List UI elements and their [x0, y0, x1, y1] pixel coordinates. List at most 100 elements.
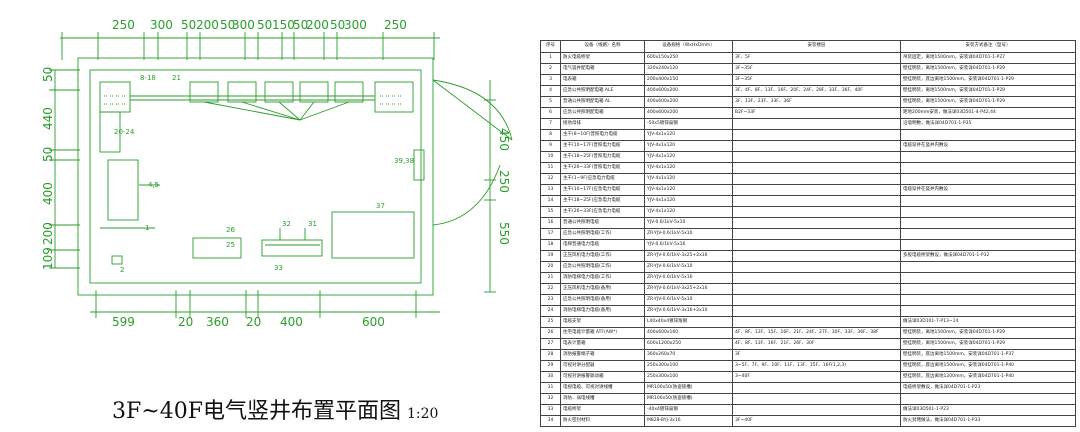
table-cell: 15 [540, 206, 561, 218]
table-cell [732, 195, 901, 207]
top-dim: 300 [150, 18, 173, 32]
top-dim: 300 [344, 18, 367, 32]
table-cell: 壁挂明装，离地1500mm，安装详04D701-1-P29 [900, 96, 1076, 108]
table-cell [732, 184, 901, 196]
table-cell: 18 [540, 239, 561, 251]
table-cell: 消防电梯电力电缆(备用) [560, 305, 645, 317]
table-cell [900, 129, 1076, 141]
table-header-cell: 安装楼层 [732, 40, 901, 53]
table-cell: 5 [540, 96, 561, 108]
table-cell: 壁挂明装，底边离地1500mm，安装详04D701-1-P37 [900, 349, 1076, 361]
table-cell: -50x5镀锌扁钢 [644, 118, 733, 130]
table-cell: ZR-YJV-0.6/1kV-5x16 [644, 272, 733, 284]
table-cell [732, 261, 901, 273]
bottom-dim: 600 [362, 315, 385, 329]
table-cell: 400x600x200 [644, 85, 733, 97]
top-dim: 50 [220, 18, 235, 32]
bottom-dim: 20 [246, 315, 261, 329]
table-cell: 应急公共照明电缆(备用) [560, 294, 645, 306]
table-cell: 8 [540, 129, 561, 141]
top-dim: 300 [232, 18, 255, 32]
table-cell: 400x600x160 [644, 327, 733, 339]
table-cell [732, 118, 901, 130]
table-cell: 7 [540, 118, 561, 130]
table-cell [900, 261, 1076, 273]
table-cell [732, 283, 901, 295]
top-dim: 50 [257, 18, 272, 32]
table-cell [732, 316, 901, 328]
table-cell: 3~40F [732, 371, 901, 383]
table-cell: 2 [540, 63, 561, 75]
table-cell: 19 [540, 250, 561, 262]
table-cell [900, 305, 1076, 317]
table-cell: 做法详03D501-1-P23 [900, 404, 1076, 416]
table-cell: 23 [540, 294, 561, 306]
table-cell [900, 239, 1076, 251]
table-cell: 应急公共照明电缆(工作) [560, 261, 645, 273]
table-cell: 主干(10~17F)应急电力电缆 [560, 184, 645, 196]
top-dim: 250 [384, 18, 407, 32]
table-cell: 200x400x150 [644, 74, 733, 86]
table-header-row: 序号设备（线路）名称设备规格（WxHxDmm）安装楼层安装方式备注（型号） [540, 40, 1076, 53]
callout-label: 4,5 [148, 181, 159, 189]
table-cell: 4 [540, 85, 561, 97]
left-dim: 109 [41, 247, 55, 270]
table-cell: ZR-YJV-0.6/1kV-3x25+2x16 [644, 250, 733, 262]
table-cell: 做法详03D101-7-P13~14 [900, 316, 1076, 328]
table-cell: 普通公共照明配电箱 AL [560, 96, 645, 108]
table-cell: 电缆支架 [560, 316, 645, 328]
table-cell: 12 [540, 173, 561, 185]
table-cell: 3F [732, 349, 901, 361]
table-cell: 壁挂明装，底边离地1500mm，安装详04D701-1-P29 [900, 74, 1076, 86]
table-cell: 3F、4F、8F、13F、16F、20F、24F、28F、33F、36F、40F [732, 85, 901, 97]
table-cell: M828-BYJ-3x16 [644, 415, 733, 427]
table-cell: 25 [540, 316, 561, 328]
table-cell: 4F、8F、13F、15F、16F、21F、24F、27F、30F、33F、36… [732, 327, 901, 339]
table-cell: 3F~35F [732, 74, 901, 86]
table-header-cell: 设备规格（WxHxDmm） [644, 40, 733, 53]
table-cell: 主干(26~33F)普照电力电缆 [560, 162, 645, 174]
callout-label: 32 [282, 220, 291, 228]
table-cell: 32 [540, 393, 561, 405]
table-cell: MR100x50(防盗锁槽) [644, 382, 733, 394]
table-cell: 360x260x70 [644, 349, 733, 361]
table-cell: L40x40x4镀锌角钢 [644, 316, 733, 328]
table-cell: 10 [540, 151, 561, 163]
table-cell: 21 [540, 272, 561, 284]
table-cell [732, 250, 901, 262]
table-cell: ZR-YJV-0.6/1kV-5x10 [644, 261, 733, 273]
table-cell [900, 217, 1076, 229]
table-cell: ZR-YJV-0.6/1kV-3x25+2x16 [644, 283, 733, 295]
caption-title: 3F~40F电气竖井布置平面图 [112, 399, 401, 424]
table-cell [900, 162, 1076, 174]
caption-scale: 1:20 [406, 406, 439, 422]
table-cell: 主干(10~17F)普照电力电缆 [560, 140, 645, 152]
top-dim: 50 [330, 18, 345, 32]
table-cell: 33 [540, 404, 561, 416]
table-cell: 320x240x120 [644, 63, 733, 75]
table-cell: 可视对讲分配器 [560, 360, 645, 372]
drawing-caption: 3F~40F电气竖井布置平面图 1:20 [112, 393, 438, 425]
table-cell: 3F、5F [732, 52, 901, 64]
table-cell: YJV-0.6/1kV-5x16 [644, 239, 733, 251]
plan-linework [49, 32, 513, 318]
callout-label: 33 [274, 264, 283, 272]
table-cell: 20 [540, 261, 561, 273]
table-cell: 电表计量箱 [560, 338, 645, 350]
table-cell: 400x600x200 [644, 96, 733, 108]
callout-label: 1 [145, 224, 149, 232]
